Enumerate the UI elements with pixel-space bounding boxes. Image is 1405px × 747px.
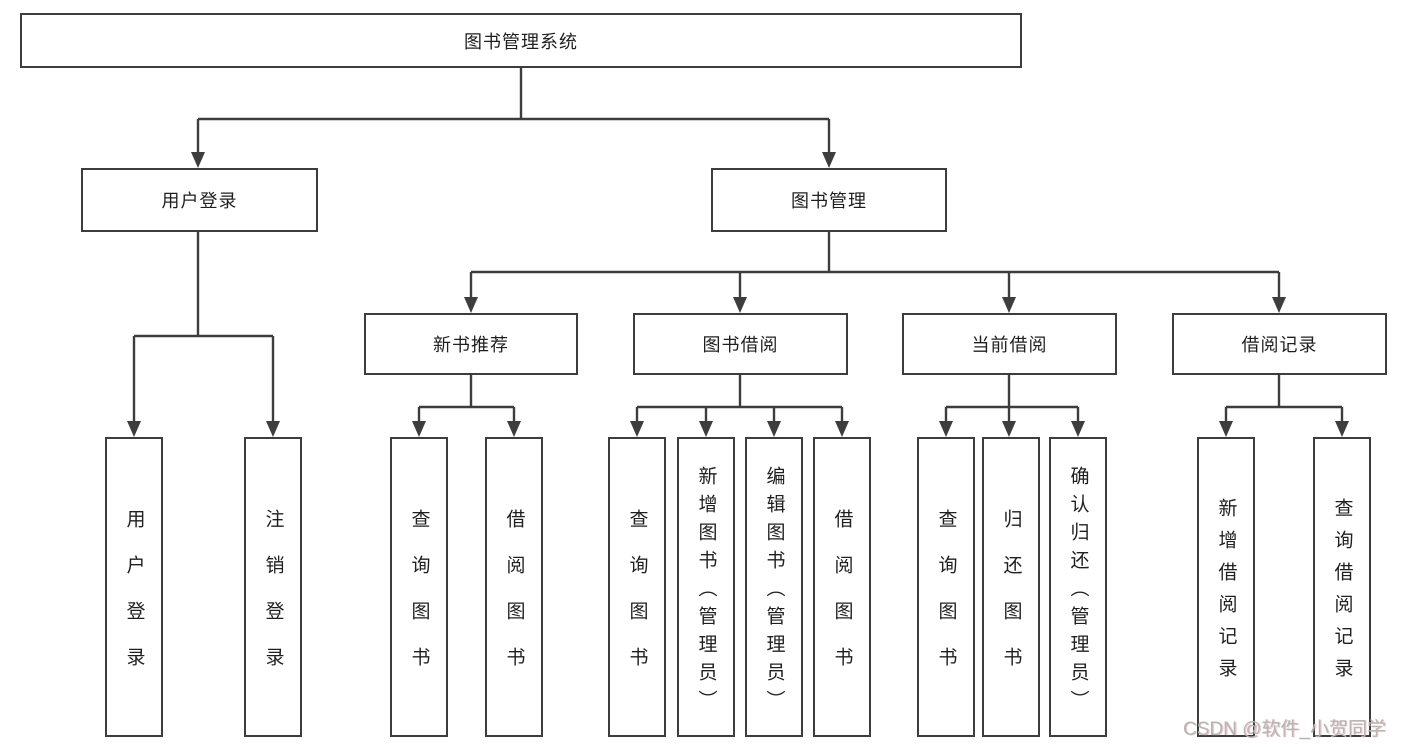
node-root-system: 图书管理系统 <box>20 13 1022 68</box>
node-label: 查询图书 <box>408 508 430 693</box>
leaf-edit-books-admin: 编辑图书（管理员） <box>745 437 803 737</box>
node-label: 新增借阅记录 <box>1215 497 1237 690</box>
node-user-login-group: 用户登录 <box>81 168 318 232</box>
leaf-add-books-admin: 新增图书（管理员） <box>677 437 735 737</box>
node-label: 新增图书（管理员） <box>695 465 717 718</box>
node-book-management: 图书管理 <box>711 168 947 232</box>
leaf-query-borrow-record: 查询借阅记录 <box>1313 437 1371 737</box>
leaf-logout: 注销登录 <box>244 437 302 737</box>
node-label: 图书管理 <box>791 191 867 211</box>
leaf-query-books-1: 查询图书 <box>390 437 448 737</box>
leaf-query-books-3: 查询图书 <box>917 437 975 737</box>
leaf-user-login: 用户登录 <box>105 437 163 737</box>
node-book-borrowing: 图书借阅 <box>633 313 848 375</box>
leaf-return-books: 归还图书 <box>982 437 1040 737</box>
node-label: 查询图书 <box>935 508 957 693</box>
leaf-borrow-books-2: 借阅图书 <box>813 437 871 737</box>
node-label: 查询借阅记录 <box>1331 497 1353 690</box>
node-label: 用户登录 <box>161 191 238 211</box>
leaf-borrow-books-1: 借阅图书 <box>485 437 543 737</box>
node-new-book-recommendation: 新书推荐 <box>364 313 578 375</box>
node-label: 归还图书 <box>1000 508 1022 693</box>
node-label: 新书推荐 <box>433 335 509 355</box>
node-label: 确认归还（管理员） <box>1067 465 1089 718</box>
leaf-query-books-2: 查询图书 <box>608 437 666 737</box>
csdn-watermark: CSDN @软件_小贺同学 <box>1183 719 1386 740</box>
node-label: 图书管理系统 <box>464 31 578 52</box>
node-label: 当前借阅 <box>971 335 1048 355</box>
node-label: 查询图书 <box>626 508 648 693</box>
node-label: 用户登录 <box>123 508 145 693</box>
node-label: 图书借阅 <box>702 335 779 355</box>
node-label: 借阅图书 <box>831 508 853 693</box>
node-borrowing-records: 借阅记录 <box>1172 313 1387 375</box>
node-label: 借阅记录 <box>1241 335 1318 355</box>
leaf-confirm-return-admin: 确认归还（管理员） <box>1049 437 1107 737</box>
node-label: 借阅图书 <box>503 508 525 693</box>
leaf-add-borrow-record: 新增借阅记录 <box>1197 437 1255 737</box>
node-current-borrowing: 当前借阅 <box>902 313 1117 375</box>
node-label: 编辑图书（管理员） <box>763 465 785 718</box>
node-label: 注销登录 <box>262 508 284 693</box>
